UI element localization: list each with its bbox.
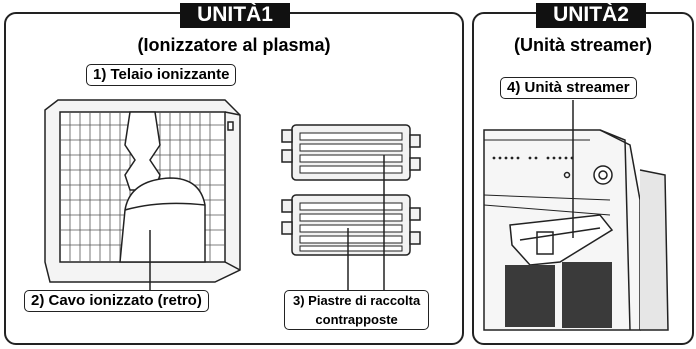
label-collector-plates-line1: 3) Piastre di raccolta (293, 293, 421, 308)
unit2-tab: UNITÀ2 (536, 3, 646, 28)
unit2-subtitle: (Unità streamer) (513, 35, 653, 55)
unit1-tab: UNITÀ1 (180, 3, 290, 28)
label-ionizing-wire: 2) Cavo ionizzato (retro) (24, 290, 209, 312)
label-collector-plates: 3) Piastre di raccolta contrapposte (284, 290, 430, 330)
label-ionizing-frame: 1) Telaio ionizzante (86, 64, 237, 86)
ionizing-frame-illustration (44, 99, 241, 292)
streamer-unit-illustration (483, 100, 669, 331)
unit1-subtitle: (Ionizzatore al plasma) (137, 35, 331, 55)
label-collector-plates-line2: contrapposte (315, 312, 398, 327)
label-streamer-unit: 4) Unità streamer (500, 77, 637, 99)
collector-plates-illustration (281, 124, 421, 292)
